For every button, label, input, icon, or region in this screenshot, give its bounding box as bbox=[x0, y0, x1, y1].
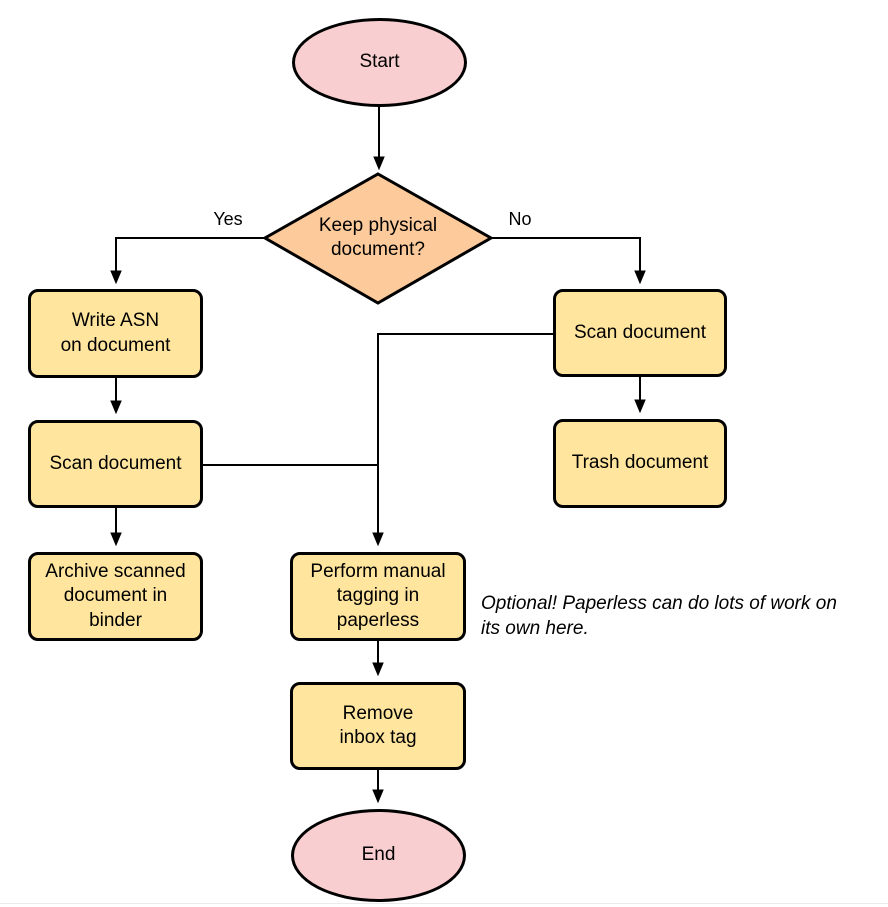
edge-label-yes: Yes bbox=[213, 209, 243, 229]
process-write-asn: Write ASN on document bbox=[28, 289, 203, 378]
start-node: Start bbox=[292, 18, 467, 107]
edge-decision-yes-to-write-asn bbox=[116, 237, 265, 282]
bottom-divider bbox=[0, 903, 888, 904]
decision-diamond-shape bbox=[261, 172, 495, 305]
edge-decision-no-to-scan-right bbox=[491, 237, 640, 282]
process-manual-tagging: Perform manual tagging in paperless bbox=[290, 552, 466, 641]
process-scan-document-left: Scan document bbox=[28, 420, 203, 508]
edge-scan-right-to-tagging bbox=[378, 333, 553, 544]
decision-node-label: Keep physical document? bbox=[318, 214, 438, 260]
edge-label-no: No bbox=[508, 209, 532, 229]
process-scan-document-right: Scan document bbox=[553, 289, 727, 377]
process-remove-inbox-tag: Remove inbox tag bbox=[290, 682, 466, 770]
process-archive-in-binder: Archive scanned document in binder bbox=[28, 552, 203, 641]
end-node: End bbox=[291, 809, 466, 902]
optional-annotation: Optional! Paperless can do lots of work … bbox=[481, 593, 837, 640]
process-trash-document: Trash document bbox=[553, 419, 727, 508]
